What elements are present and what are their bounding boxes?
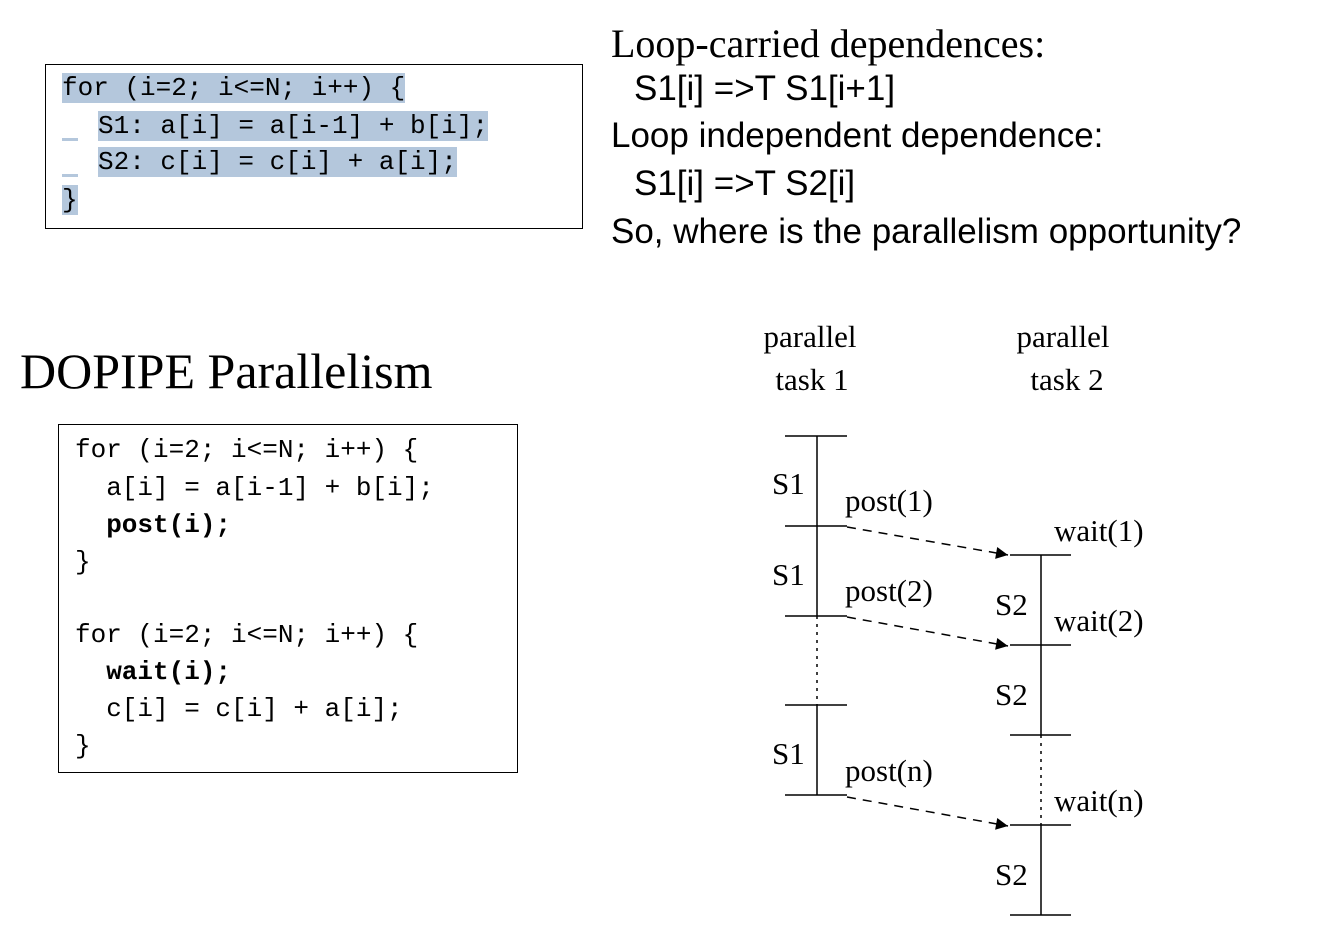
top-code-line-1: for (i=2; i<=N; i++) { <box>62 73 406 103</box>
signal-arrow-1 <box>846 526 1009 559</box>
section-title: DOPIPE Parallelism <box>20 343 433 399</box>
task2-label-line1: parallel <box>1017 319 1110 354</box>
loop2-close: } <box>75 731 91 761</box>
task1-label-line2: task 1 <box>775 362 848 397</box>
top-code-line-2: S1: a[i] = a[i-1] + b[i]; <box>62 111 489 141</box>
pipeline-diagram: parallel task 1 parallel task 2 S1 S1 S1… <box>764 319 1144 916</box>
top-code-line-3: S2: c[i] = c[i] + a[i]; <box>62 147 457 177</box>
loop2-body: c[i] = c[i] + a[i]; <box>75 694 403 724</box>
wait-label: wait(1) <box>1054 513 1144 548</box>
indent-highlight <box>62 174 78 177</box>
task2-stmt: S2 <box>995 857 1028 892</box>
post-label: post(2) <box>845 573 933 608</box>
signal-arrow-n <box>846 796 1009 830</box>
notes-question: So, where is the parallelism opportunity… <box>611 212 1242 251</box>
task1-stmt: S1 <box>772 466 805 501</box>
post-label: post(1) <box>845 483 933 518</box>
task2-stmt: S2 <box>995 677 1028 712</box>
loop1-post: post(i); <box>75 510 232 540</box>
task1-stmt: S1 <box>772 736 805 771</box>
signal-arrow-2 <box>846 616 1009 650</box>
dopipe-code-block: for (i=2; i<=N; i++) { a[i] = a[i-1] + b… <box>58 424 518 773</box>
notes-heading: Loop-carried dependences: <box>611 21 1046 66</box>
notes-dependence-2: S1[i] =>T S2[i] <box>634 164 856 203</box>
task1-label-line1: parallel <box>764 319 857 354</box>
top-code-line-4: } <box>62 185 78 215</box>
indent-highlight <box>62 138 78 141</box>
loop2-wait: wait(i); <box>75 657 232 687</box>
loop2-header: for (i=2; i<=N; i++) { <box>75 620 419 650</box>
wait-label: wait(2) <box>1054 603 1144 638</box>
loop1-header: for (i=2; i<=N; i++) { <box>75 435 419 465</box>
loop1-body: a[i] = a[i-1] + b[i]; <box>75 473 434 503</box>
wait-label: wait(n) <box>1054 783 1144 818</box>
notes-dependence-1: S1[i] =>T S1[i+1] <box>634 69 896 108</box>
notes-subheading: Loop independent dependence: <box>611 116 1104 155</box>
task2-label-line2: task 2 <box>1030 362 1103 397</box>
top-code-block: for (i=2; i<=N; i++) { S1: a[i] = a[i-1]… <box>45 64 583 229</box>
task1-stmt: S1 <box>772 557 805 592</box>
loop1-close: } <box>75 547 91 577</box>
task2-stmt: S2 <box>995 587 1028 622</box>
post-label: post(n) <box>845 753 933 788</box>
